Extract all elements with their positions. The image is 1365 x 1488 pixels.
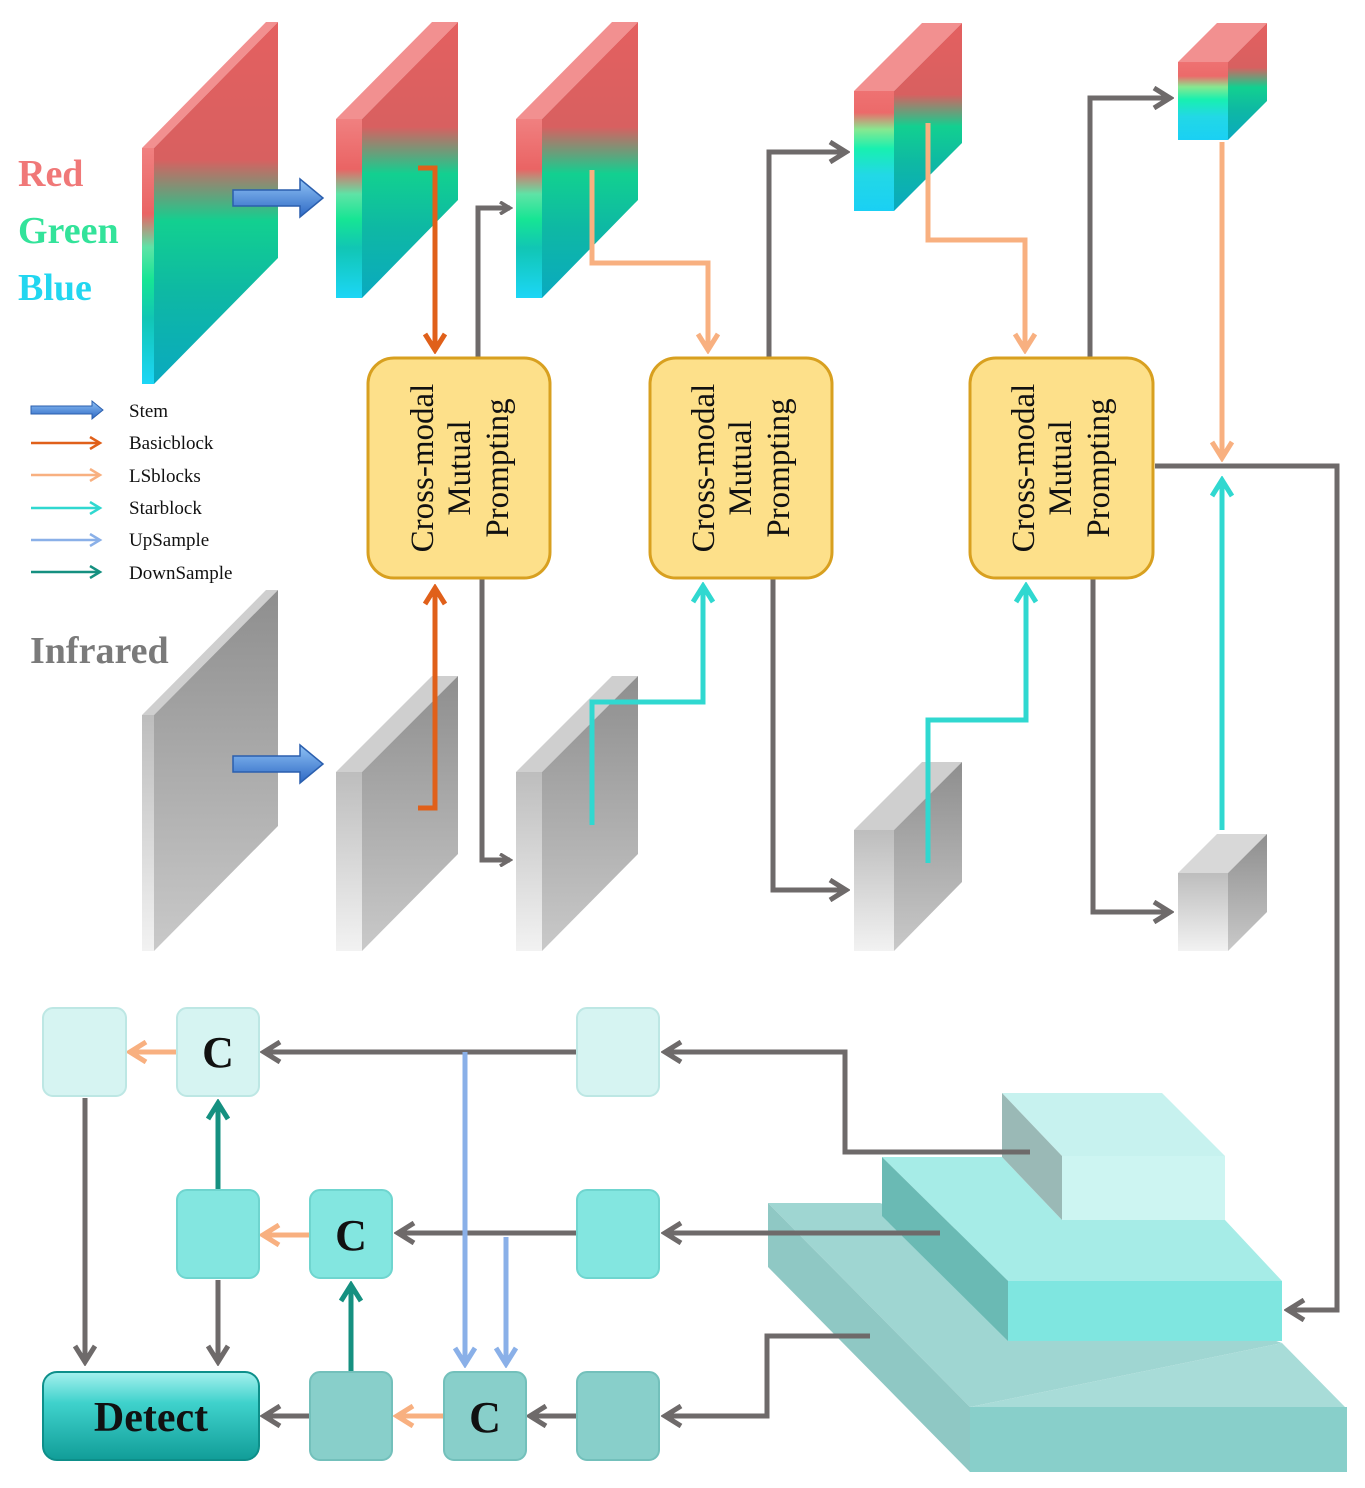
legend-stem-icon xyxy=(30,399,104,421)
basicblock-arrow-infrared xyxy=(418,588,435,811)
legend-starblock-label: Starblock xyxy=(129,498,202,519)
basicblock-arrow-rgb xyxy=(418,165,435,350)
modality-label-red: Red xyxy=(18,153,83,195)
legend: Stem Basicblock LSblocks Starblock UpSam… xyxy=(30,399,232,584)
rgb-feature-stage4 xyxy=(1178,23,1267,140)
flow-cmp3-to-rgb-stage4 xyxy=(1087,98,1170,357)
flow-cmp2-to-rgb-stage3 xyxy=(766,152,846,357)
neck-nodes xyxy=(42,1007,660,1461)
cmp1-line2: Mutual xyxy=(442,420,478,515)
infrared-feature-stage1 xyxy=(336,676,458,951)
neck-node-p5 xyxy=(576,1007,660,1097)
neck-concat-bottom xyxy=(443,1371,527,1461)
legend-downsample-label: DownSample xyxy=(129,563,232,584)
neck-node-p4 xyxy=(576,1189,660,1279)
legend-stem-label: Stem xyxy=(129,401,168,422)
modality-label-infrared: Infrared xyxy=(30,630,169,672)
cmp-module-3: Cross-modal Mutual Prompting xyxy=(968,356,1155,580)
flow-pyramid-top-to-p5 xyxy=(665,1052,1030,1155)
rgb-feature-stage2 xyxy=(516,22,638,298)
infrared-feature-stage4 xyxy=(1178,834,1267,951)
cmp2-line2: Mutual xyxy=(723,420,759,515)
legend-upsample-label: UpSample xyxy=(129,530,209,551)
neck-concat-top xyxy=(176,1007,260,1097)
stem-arrow-rgb xyxy=(232,177,325,219)
starblock-arrow-stage2 xyxy=(589,586,703,825)
legend-basicblock-label: Basicblock xyxy=(129,433,214,454)
cmp1-line1: Cross-modal xyxy=(405,384,441,553)
neck-concat-mid xyxy=(309,1189,393,1279)
concat-bottom-label: C xyxy=(469,1393,501,1442)
concat-top-label: C xyxy=(202,1028,234,1077)
modality-label-blue: Blue xyxy=(18,267,92,309)
flow-cmp2-to-infrared-stage3 xyxy=(770,578,846,890)
flow-cmp3-to-infrared-stage4 xyxy=(1090,578,1170,912)
cmp2-line3: Prompting xyxy=(761,398,797,537)
rgb-input-image xyxy=(142,22,278,384)
feature-pyramid xyxy=(768,1093,1347,1472)
lsblocks-arrow-stage3 xyxy=(925,123,1025,350)
cmp-module-2: Cross-modal Mutual Prompting xyxy=(648,356,834,580)
rgb-feature-stage1 xyxy=(336,22,458,298)
neck-node-out-top xyxy=(42,1007,127,1097)
infrared-feature-stage3 xyxy=(854,762,962,951)
stem-arrow-infrared xyxy=(232,743,325,785)
legend-lsblocks-label: LSblocks xyxy=(129,466,201,487)
cmp-module-1: Cross-modal Mutual Prompting xyxy=(366,356,552,580)
cmp1-line3: Prompting xyxy=(480,398,516,537)
flow-cmp3-to-pyramid xyxy=(1155,463,1340,1310)
infrared-feature-stage2 xyxy=(516,676,638,951)
modality-label-green: Green xyxy=(18,210,119,252)
neck-node-bottom-left xyxy=(309,1371,393,1461)
lsblocks-arrow-stage2 xyxy=(589,170,708,350)
neck-node-p3 xyxy=(576,1371,660,1461)
concat-mid-label: C xyxy=(335,1211,367,1260)
infrared-input-image xyxy=(142,590,278,951)
flow-cmp1-to-rgb-stage2 xyxy=(475,208,510,357)
starblock-arrow-stage3 xyxy=(925,586,1026,863)
flow-pyramid-bottom-to-p3 xyxy=(665,1333,870,1416)
cmp3-line2: Mutual xyxy=(1043,420,1079,515)
flow-cmp1-to-infrared-stage2 xyxy=(479,578,510,860)
detect-head: Detect xyxy=(42,1371,260,1461)
cmp2-line1: Cross-modal xyxy=(686,384,722,553)
cmp3-line3: Prompting xyxy=(1081,398,1117,537)
detect-label: Detect xyxy=(94,1395,208,1441)
cmp3-line1: Cross-modal xyxy=(1006,384,1042,553)
neck-node-mid-left xyxy=(176,1189,260,1279)
rgb-feature-stage3 xyxy=(854,23,962,211)
